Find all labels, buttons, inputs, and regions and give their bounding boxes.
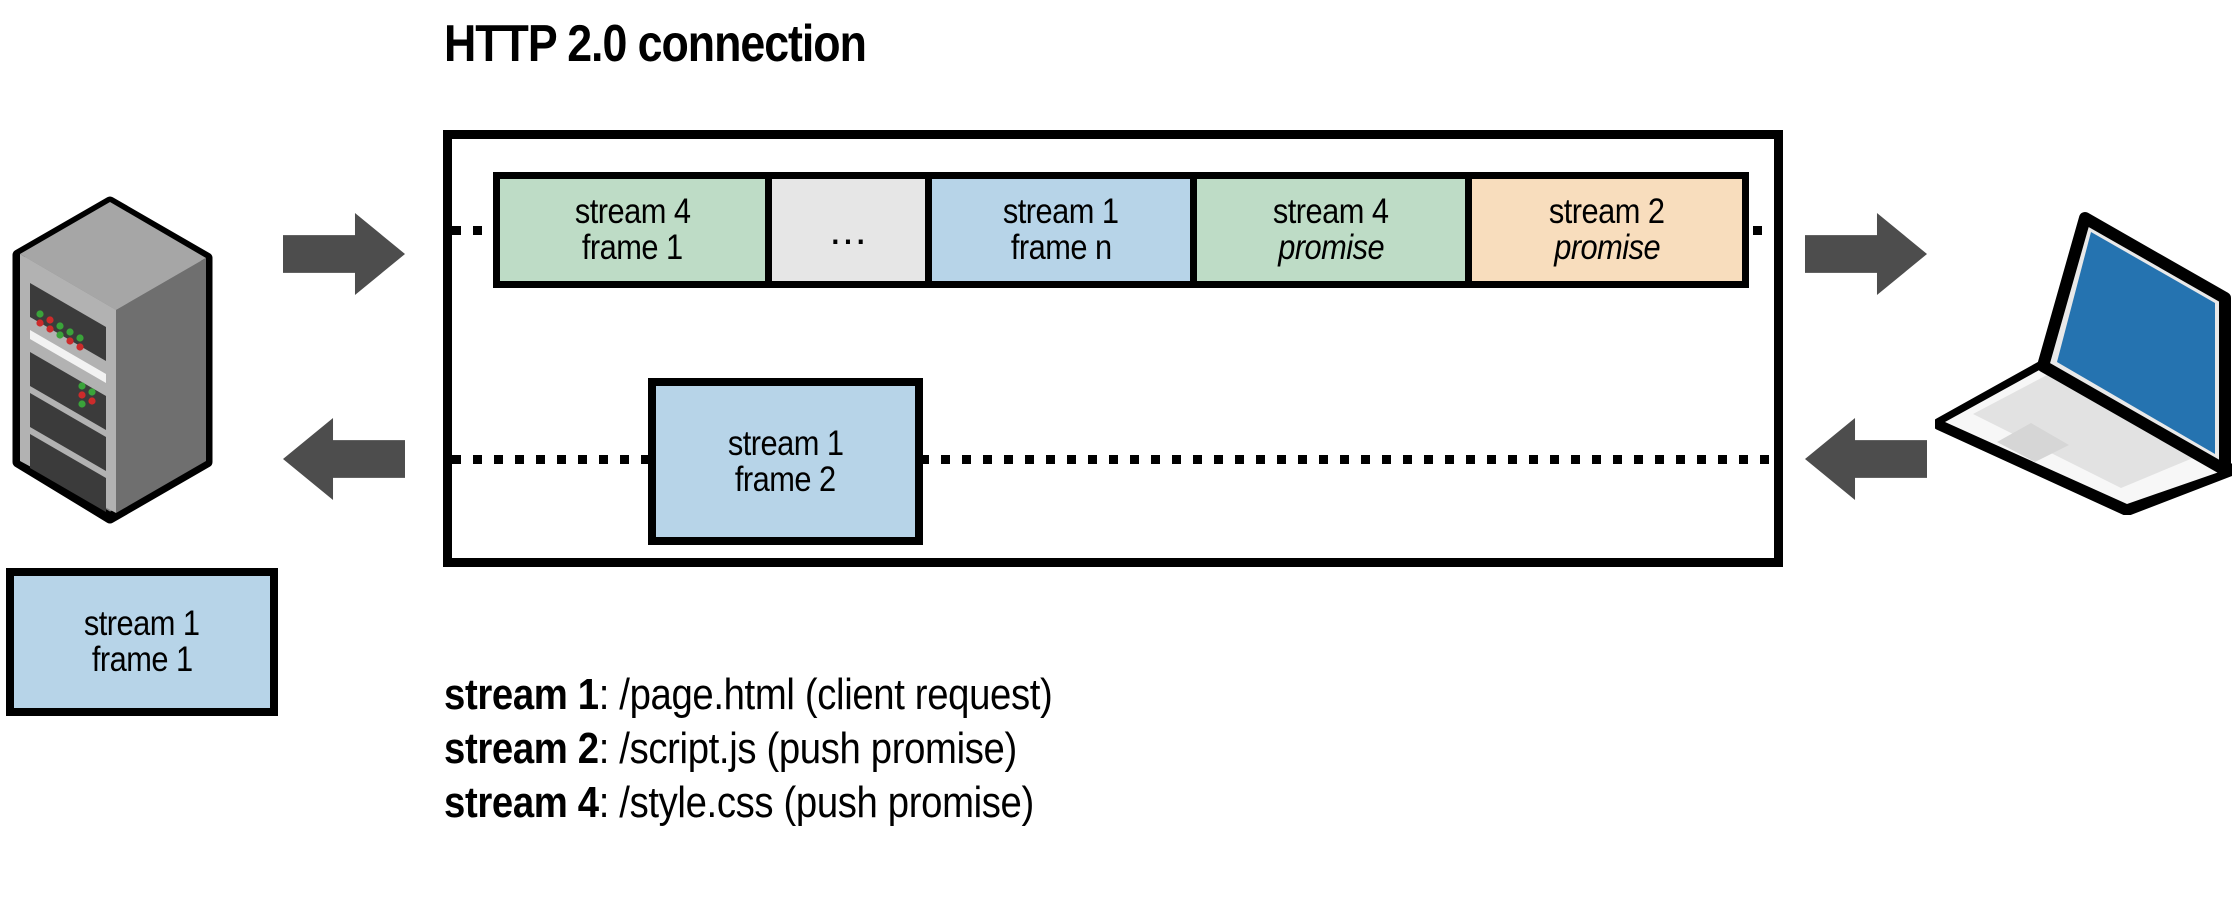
legend-row-stream4: stream 4: /style.css (push promise) — [444, 776, 1052, 830]
frame-line-1: stream 4 — [1273, 192, 1389, 232]
arrow-right-connection-to-client — [1805, 213, 1927, 295]
legend-row-stream2: stream 2: /script.js (push promise) — [444, 722, 1052, 776]
frame-cell-ellipsis[interactable]: ... — [772, 179, 932, 281]
frame-line-2: promise — [1278, 228, 1384, 267]
legend-separator: : — [598, 724, 620, 774]
arrow-left-client-to-connection — [1805, 418, 1927, 500]
legend-stream-name: stream 1 — [444, 670, 599, 719]
frame-sequence-row: stream 4 frame 1 ... stream 1 frame n st… — [493, 172, 1749, 288]
frame-line-1: stream 1 — [84, 604, 200, 644]
dotted-line-downstream-right — [920, 455, 1780, 464]
frame-cell-stream4-frame1[interactable]: stream 4 frame 1 — [500, 179, 772, 281]
server-icon — [10, 180, 215, 530]
legend-stream-name: stream 4 — [444, 778, 599, 828]
legend-note: (client request) — [794, 670, 1053, 719]
stream-legend: stream 1: /page.html (client request) st… — [444, 668, 1143, 830]
frame-line-2: frame 2 — [735, 459, 836, 499]
legend-resource: /page.html — [619, 670, 795, 719]
legend-resource: /script.js — [619, 724, 757, 774]
page-title: HTTP 2.0 connection — [444, 15, 867, 73]
dotted-line-upstream-left — [452, 226, 498, 235]
legend-note: (push promise) — [773, 778, 1034, 828]
frame-line-2: promise — [1554, 228, 1660, 267]
legend-stream-name: stream 2 — [444, 724, 599, 774]
frame-line-2: frame 1 — [91, 640, 193, 679]
legend-separator: : — [598, 778, 620, 828]
frame-box-stream1-frame2[interactable]: stream 1 frame 2 — [648, 378, 923, 545]
frame-box-stream1-frame1[interactable]: stream 1 frame 1 — [6, 568, 278, 716]
legend-row-stream1: stream 1: /page.html (client request) — [444, 668, 1053, 722]
legend-note: (push promise) — [756, 724, 1017, 774]
frame-line-1: stream 1 — [1003, 192, 1119, 232]
dotted-line-downstream-left — [452, 455, 652, 464]
legend-separator: : — [598, 670, 620, 719]
frame-line-1: stream 4 — [574, 192, 691, 232]
arrow-right-server-to-connection — [283, 213, 405, 295]
frame-line-1: stream 2 — [1549, 192, 1665, 232]
frame-line-2: frame n — [1010, 228, 1112, 267]
frame-line-1: stream 1 — [727, 423, 844, 463]
ellipsis-label: ... — [829, 205, 868, 253]
frame-cell-stream1-framen[interactable]: stream 1 frame n — [932, 179, 1197, 281]
frame-line-2: frame 1 — [582, 228, 683, 267]
arrow-left-connection-to-server — [283, 418, 405, 500]
frame-cell-stream2-promise[interactable]: stream 2 promise — [1472, 179, 1742, 281]
legend-resource: /style.css — [619, 778, 774, 828]
laptop-icon — [1933, 170, 2232, 516]
dotted-line-upstream-right — [1732, 226, 1780, 235]
frame-cell-stream4-promise[interactable]: stream 4 promise — [1197, 179, 1472, 281]
